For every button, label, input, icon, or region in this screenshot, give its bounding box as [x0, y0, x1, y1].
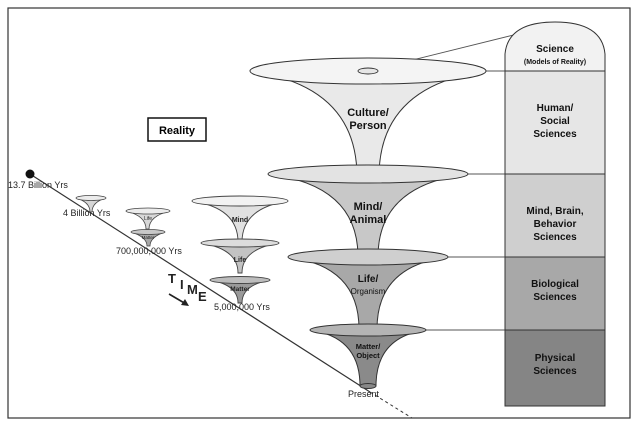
big-bang-dot: [25, 169, 35, 179]
medium-cone-life: Life: [200, 238, 280, 274]
cone-4-billion: [75, 195, 107, 213]
big-cone-life-line2: Organism: [351, 287, 386, 296]
small-cone-life: Life: [125, 207, 171, 230]
mind-sciences-line2: Behavior: [534, 219, 577, 230]
big-cone-mind-line2: Animal: [350, 214, 387, 226]
human-sciences-line1: Human/: [537, 103, 574, 114]
culture-cone-inner-ring: [357, 67, 379, 75]
big-cone-culture-person: Culture/ Person: [249, 57, 487, 181]
time-label-700-million: 700,000,000 Yrs: [116, 246, 182, 256]
science-title: Science: [536, 44, 574, 55]
medium-cone-life-label: Life: [234, 257, 247, 264]
timeline-line: [29, 173, 371, 393]
big-cone-life-line1: Life/: [358, 274, 379, 285]
human-sciences-line2: Social: [540, 116, 570, 127]
time-label-13-7-billion: 13.7 Billion Yrs: [8, 180, 68, 190]
cones-5-million: Mind Life Matter: [191, 195, 289, 304]
big-cone-mind-line1: Mind/: [354, 201, 383, 213]
time-label-present: Present: [348, 389, 380, 399]
time-label: T I M E: [168, 271, 207, 306]
bio-sciences-line1: Biological: [531, 279, 579, 290]
time-label-4-billion: 4 Billion Yrs: [63, 208, 111, 218]
medium-cone-matter-label: Matter: [230, 286, 250, 293]
science-models-dome: [504, 21, 606, 72]
physical-sciences-line1: Physical: [535, 353, 576, 364]
medium-cone-matter: Matter: [209, 276, 271, 304]
bio-sciences-line2: Sciences: [533, 292, 577, 303]
timeline-future: [369, 391, 413, 419]
big-cone-matter-line2: Object: [356, 351, 380, 360]
reality-label: Reality: [159, 125, 196, 137]
physical-sciences-block: [504, 329, 606, 407]
small-cone-matter-label: Matter: [142, 235, 155, 240]
big-cone-life-organism: Life/ Organism: [287, 248, 449, 333]
human-sciences-line3: Sciences: [533, 129, 577, 140]
big-cone-mind-animal: Mind/ Animal: [267, 164, 469, 261]
big-cone-matter-object: Matter/ Object: [309, 323, 427, 389]
time-letter-m: M: [187, 282, 198, 297]
time-letter-i: I: [180, 277, 184, 292]
small-cone-life-label: Life: [144, 216, 152, 222]
medium-cone-mind-label: Mind: [232, 217, 248, 224]
reality-box: [147, 117, 207, 142]
science-column: Science (Models of Reality) Human/ Socia…: [504, 21, 606, 407]
physical-sciences-line2: Sciences: [533, 366, 577, 377]
time-label-5-million: 5,000,000 Yrs: [214, 302, 270, 312]
big-cone-culture-line2: Person: [349, 120, 387, 132]
small-cone-matter: Matter: [130, 229, 166, 247]
mind-brain-behavior-sciences-block: [504, 173, 606, 258]
time-letter-t: T: [168, 271, 176, 286]
biological-sciences-block: [504, 256, 606, 331]
human-social-sciences-block: [504, 70, 606, 175]
mind-sciences-line1: Mind, Brain,: [526, 206, 583, 217]
mind-sciences-line3: Sciences: [533, 232, 577, 243]
science-subtitle: (Models of Reality): [524, 59, 586, 66]
diagram-frame: [7, 7, 631, 419]
big-cone-culture-line1: Culture/: [347, 107, 389, 119]
big-cone-matter-line1: Matter/: [356, 342, 382, 351]
medium-cone-mind: Mind: [191, 195, 289, 243]
cones-700-million: Life Matter: [125, 207, 171, 247]
time-arrow-head: [181, 299, 189, 306]
time-letter-e: E: [198, 289, 207, 304]
